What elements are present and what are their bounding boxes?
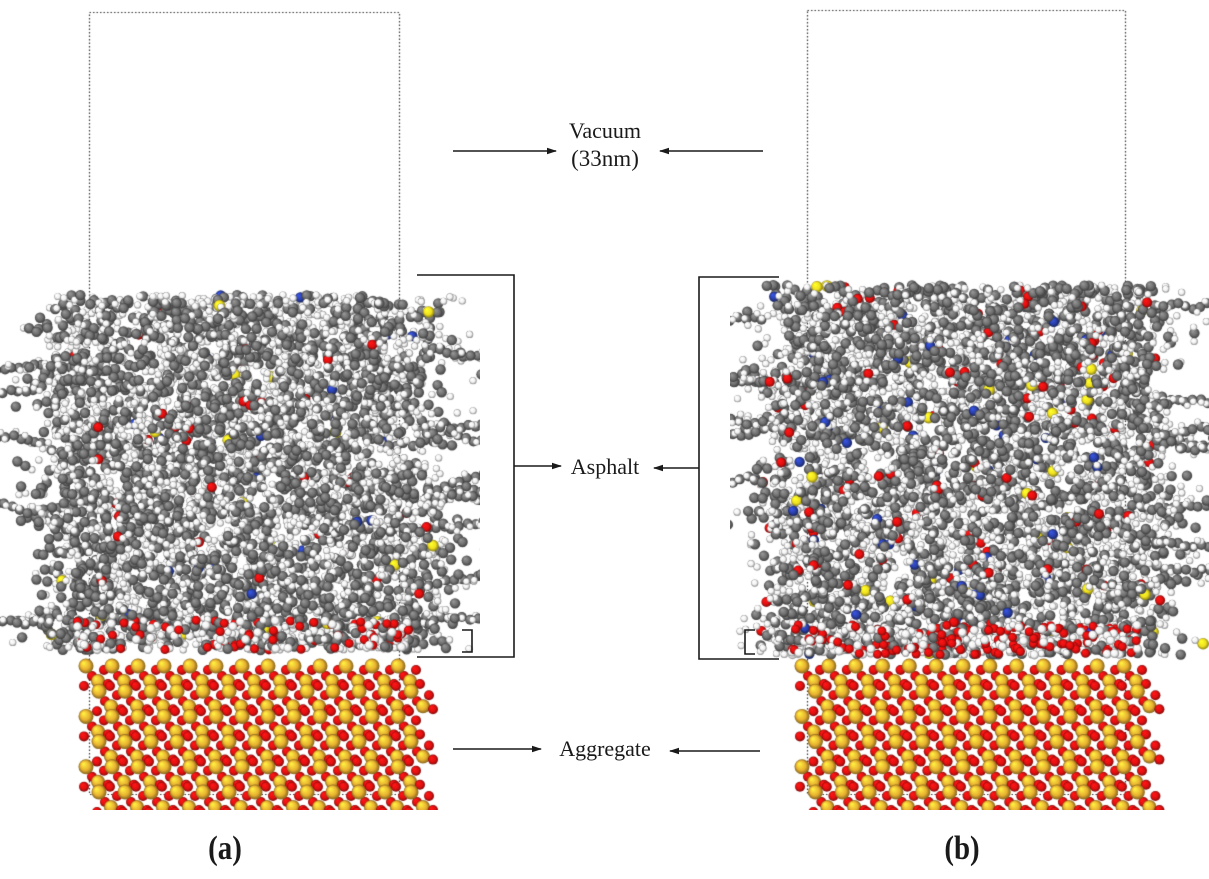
asphalt-bracket-left (417, 274, 515, 658)
aggregate-label: Aggregate (559, 736, 651, 761)
panel-a-molecular-render (0, 0, 480, 810)
vacuum-thickness-label: (33nm) (571, 146, 639, 171)
panel-b-model (730, 0, 1209, 810)
vacuum-label: Vacuum (568, 118, 642, 143)
panel-a-model (0, 0, 480, 810)
panel-b-molecular-render (730, 0, 1209, 810)
small-bracket-right (744, 629, 755, 655)
panel-a-caption: (a) (208, 830, 242, 867)
small-bracket-left (462, 629, 473, 653)
panel-b-caption: (b) (944, 830, 980, 867)
asphalt-bracket-right (698, 276, 779, 660)
asphalt-label: Asphalt (570, 454, 640, 479)
